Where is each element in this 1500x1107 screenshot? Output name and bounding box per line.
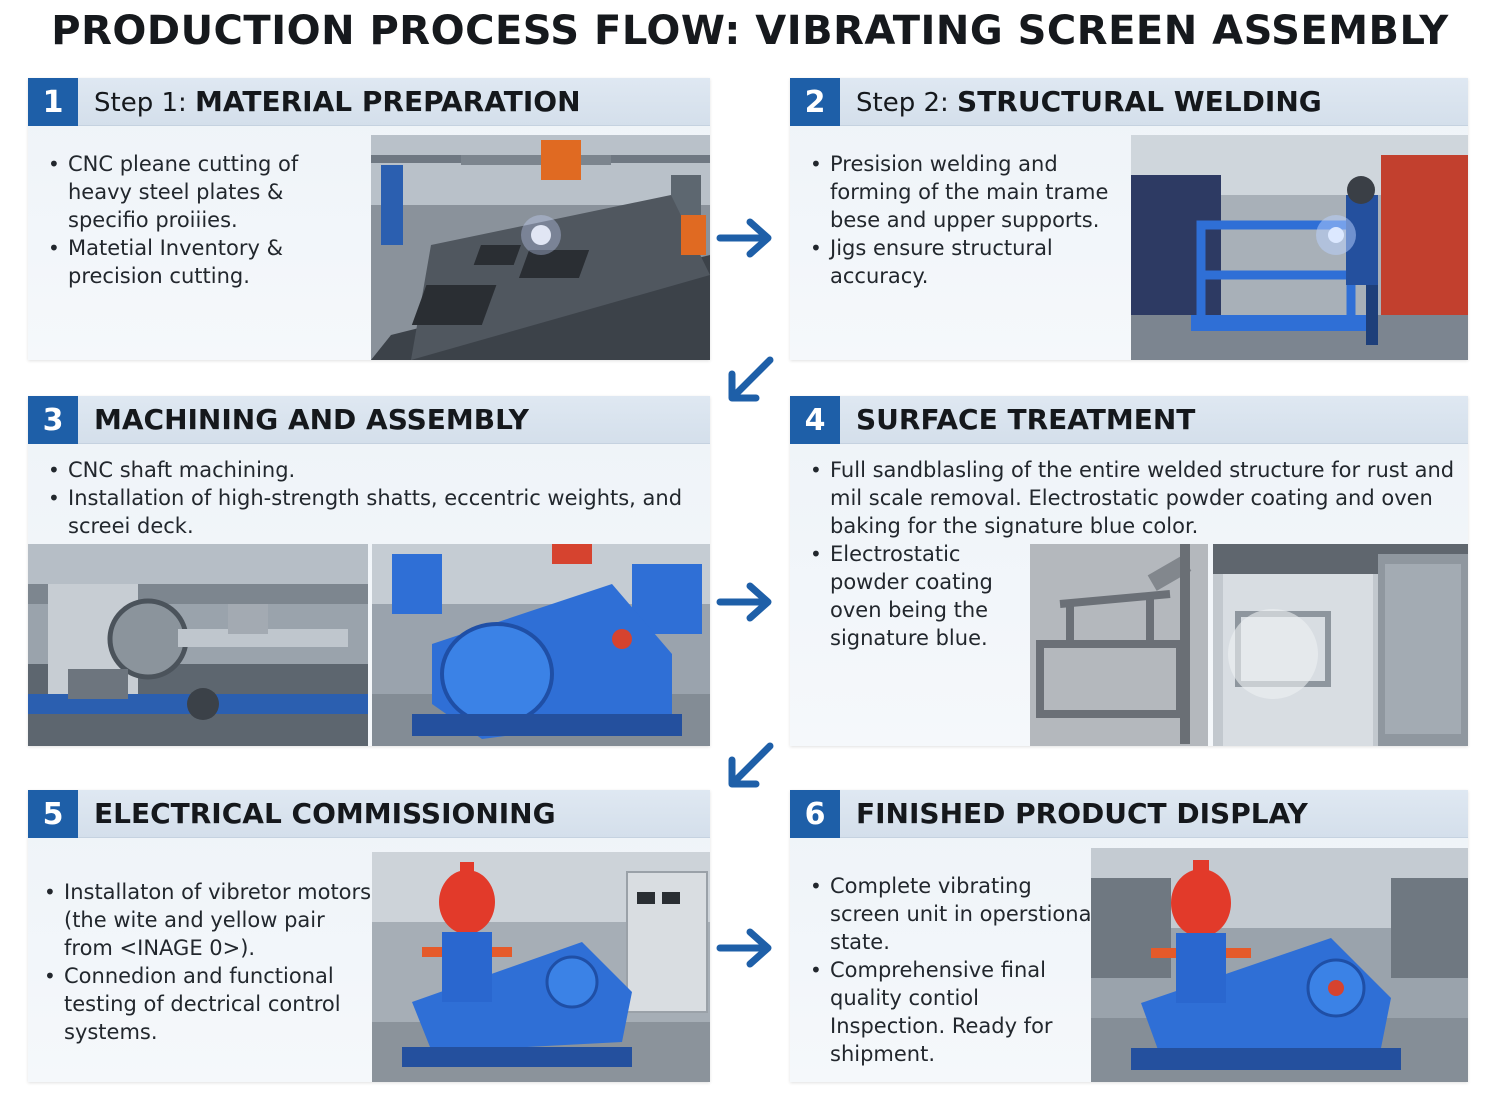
- step-panel-5: 5 ELECTRICAL COMMISSIONING Installaton o…: [28, 790, 710, 1082]
- sandblasting-photo: [1030, 544, 1208, 746]
- step-title-text: STRUCTURAL WELDING: [957, 85, 1322, 118]
- arrow-right-icon: [716, 216, 778, 260]
- arrow-right-icon: [716, 580, 778, 624]
- step-header: 3 MACHINING AND ASSEMBLY: [28, 396, 710, 444]
- step-panel-3: 3 MACHINING AND ASSEMBLY CNC shaft machi…: [28, 396, 710, 746]
- step-number-badge: 3: [28, 396, 78, 444]
- step-number-badge: 5: [28, 790, 78, 838]
- step-title: Step 1: MATERIAL PREPARATION: [94, 78, 581, 126]
- step-header: 2 Step 2: STRUCTURAL WELDING: [790, 78, 1468, 126]
- step-title-text: SURFACE TREATMENT: [856, 403, 1196, 436]
- bullet-item: CNC pleane cutting of heavy steel plates…: [46, 150, 366, 234]
- bullet-item: Jigs ensure structural accuracy.: [808, 234, 1118, 290]
- bullet-item: Comprehensive final quality contiol Insp…: [808, 956, 1098, 1068]
- step-bullets: CNC shaft machining. Installation of hig…: [46, 456, 696, 540]
- step-header: 6 FINISHED PRODUCT DISPLAY: [790, 790, 1468, 838]
- bullet-item: Connedion and functional testing of dect…: [42, 962, 372, 1046]
- bullet-item: Installaton of vibretor motors (the wite…: [42, 878, 372, 962]
- step-header: 5 ELECTRICAL COMMISSIONING: [28, 790, 710, 838]
- powder-coating-oven-photo: [1213, 544, 1468, 746]
- bullet-item: Full sandblasling of the entire welded s…: [808, 456, 1463, 540]
- arrow-down-left-icon: [722, 740, 778, 792]
- step-panel-4: 4 SURFACE TREATMENT Full sandblasling of…: [790, 396, 1468, 746]
- bullet-item: Electrostatic powder coating oven being …: [808, 540, 1008, 652]
- step-bullets: Installaton of vibretor motors (the wite…: [42, 878, 372, 1046]
- arrow-right-icon: [716, 926, 778, 970]
- gearbox-assembly-photo: [372, 544, 710, 746]
- arrow-down-left-icon: [722, 354, 778, 406]
- commissioning-photo: [372, 852, 710, 1082]
- welding-photo: [1131, 135, 1468, 360]
- bullet-item: Presision welding and forming of the mai…: [808, 150, 1118, 234]
- finished-product-photo: [1091, 848, 1468, 1082]
- step-number-badge: 2: [790, 78, 840, 126]
- step-bullets: Complete vibrating screen unit in operst…: [808, 872, 1098, 1068]
- step-title-text: MATERIAL PREPARATION: [195, 85, 581, 118]
- bullet-item: CNC shaft machining.: [46, 456, 696, 484]
- plasma-cutting-photo: [371, 135, 710, 360]
- step-bullets: Full sandblasling of the entire welded s…: [808, 456, 1463, 652]
- step-title: Step 2: STRUCTURAL WELDING: [856, 78, 1322, 126]
- lathe-photo: [28, 544, 368, 746]
- step-panel-1: 1 Step 1: MATERIAL PREPARATION CNC plean…: [28, 78, 710, 360]
- step-title-text: ELECTRICAL COMMISSIONING: [94, 797, 556, 830]
- bullet-item: Complete vibrating screen unit in operst…: [808, 872, 1098, 956]
- step-number-badge: 1: [28, 78, 78, 126]
- bullet-item: Installation of high-strength shatts, ec…: [46, 484, 696, 540]
- step-title-prefix: Step 1:: [94, 88, 196, 118]
- step-panel-6: 6 FINISHED PRODUCT DISPLAY Complete vibr…: [790, 790, 1468, 1082]
- step-panel-2: 2 Step 2: STRUCTURAL WELDING Presision w…: [790, 78, 1468, 360]
- step-title: FINISHED PRODUCT DISPLAY: [856, 790, 1308, 838]
- step-bullets: Presision welding and forming of the mai…: [808, 150, 1118, 290]
- step-title: ELECTRICAL COMMISSIONING: [94, 790, 556, 838]
- step-header: 4 SURFACE TREATMENT: [790, 396, 1468, 444]
- step-title-text: FINISHED PRODUCT DISPLAY: [856, 797, 1308, 830]
- bullet-item: Matetial Inventory & precision cutting.: [46, 234, 366, 290]
- page-title: PRODUCTION PROCESS FLOW: VIBRATING SCREE…: [51, 8, 1449, 54]
- step-header: 1 Step 1: MATERIAL PREPARATION: [28, 78, 710, 126]
- step-number-badge: 6: [790, 790, 840, 838]
- step-title: SURFACE TREATMENT: [856, 396, 1195, 444]
- step-bullets: CNC pleane cutting of heavy steel plates…: [46, 150, 366, 290]
- step-title-prefix: Step 2:: [856, 88, 958, 118]
- step-title-text: MACHINING AND ASSEMBLY: [94, 403, 529, 436]
- step-title: MACHINING AND ASSEMBLY: [94, 396, 529, 444]
- step-number-badge: 4: [790, 396, 840, 444]
